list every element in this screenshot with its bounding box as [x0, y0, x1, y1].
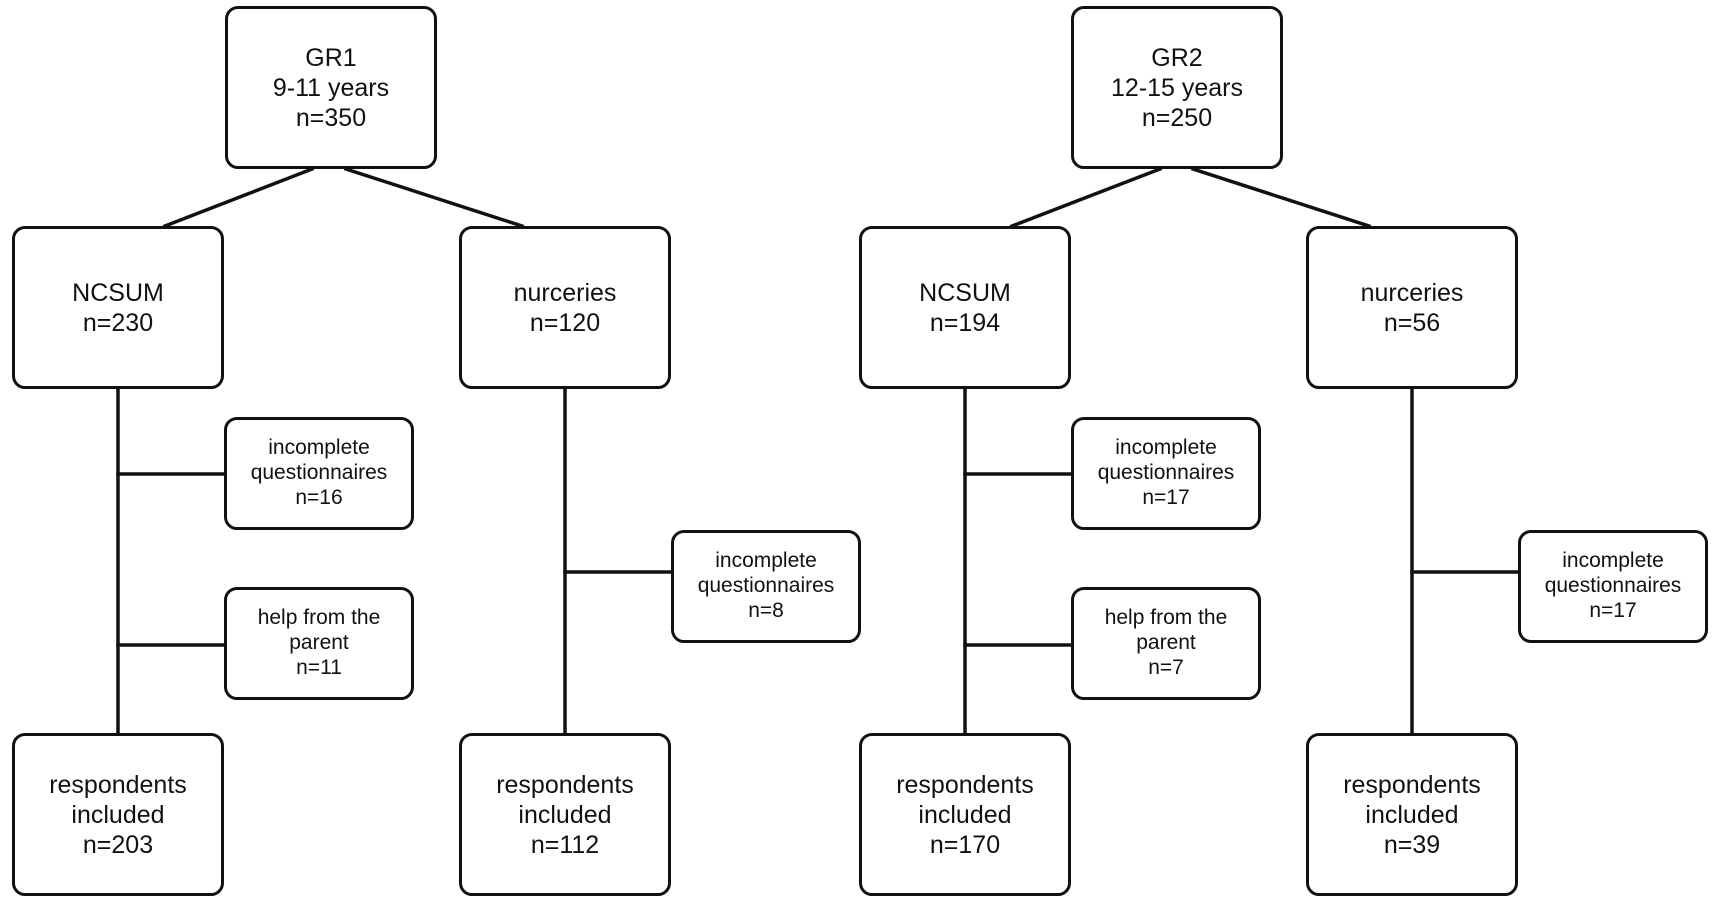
node-gr1-nurceries: nurceries n=120 — [459, 226, 671, 389]
root-gr1-line-3: n=350 — [295, 103, 367, 132]
exclusion-line-3: n=16 — [295, 485, 343, 509]
node-gr1-ncsum-line-2: n=230 — [82, 308, 154, 337]
final-line-1: respondents — [1343, 770, 1481, 799]
node-gr2-nurceries-line-2: n=56 — [1383, 308, 1441, 337]
node-gr1-ncsum: NCSUM n=230 — [12, 226, 224, 389]
final-gr1-nurceries: respondents included n=112 — [459, 733, 671, 896]
root-gr1-line-1: GR1 — [305, 43, 357, 72]
exclusion-line-3: n=7 — [1148, 655, 1184, 679]
node-gr2-nurceries-line-1: nurceries — [1360, 278, 1464, 307]
root-gr2-line-2: 12-15 years — [1110, 73, 1244, 102]
final-line-2: included — [1365, 800, 1459, 829]
node-gr1-nurceries-line-1: nurceries — [513, 278, 617, 307]
root-node-gr2: GR2 12-15 years n=250 — [1071, 6, 1283, 169]
exclusion-line-1: help from the — [1104, 606, 1228, 630]
exclusion-gr1-nurceries-incomplete: incomplete questionnaires n=8 — [671, 530, 861, 643]
node-gr2-nurceries: nurceries n=56 — [1306, 226, 1518, 389]
exclusion-line-1: incomplete — [268, 436, 370, 460]
final-gr1-ncsum: respondents included n=203 — [12, 733, 224, 896]
exclusion-line-2: parent — [1136, 631, 1196, 655]
exclusion-gr2-ncsum-incomplete: incomplete questionnaires n=17 — [1071, 417, 1261, 530]
exclusion-line-2: questionnaires — [1544, 574, 1682, 598]
final-line-1: respondents — [496, 770, 634, 799]
exclusion-line-2: questionnaires — [1097, 461, 1235, 485]
exclusion-line-3: n=8 — [748, 598, 784, 622]
exclusion-line-3: n=17 — [1589, 598, 1637, 622]
node-gr2-ncsum: NCSUM n=194 — [859, 226, 1071, 389]
root-gr1-line-2: 9-11 years — [272, 73, 390, 102]
exclusion-gr1-ncsum-incomplete: incomplete questionnaires n=16 — [224, 417, 414, 530]
exclusion-gr2-nurceries-incomplete: incomplete questionnaires n=17 — [1518, 530, 1708, 643]
exclusion-line-2: questionnaires — [250, 461, 388, 485]
exclusion-line-1: incomplete — [1115, 436, 1217, 460]
final-line-2: included — [71, 800, 165, 829]
node-gr2-ncsum-line-1: NCSUM — [919, 278, 1011, 307]
final-gr2-ncsum: respondents included n=170 — [859, 733, 1071, 896]
exclusion-line-2: questionnaires — [697, 574, 835, 598]
connector-gr2-to-nurceries — [1190, 166, 1372, 229]
final-line-1: respondents — [896, 770, 1034, 799]
final-line-3: n=203 — [82, 830, 154, 859]
root-gr2-line-1: GR2 — [1151, 43, 1203, 72]
final-line-2: included — [918, 800, 1012, 829]
exclusion-line-1: incomplete — [715, 549, 817, 573]
connector-gr2-to-ncsum — [1009, 166, 1163, 229]
exclusion-line-1: incomplete — [1562, 549, 1664, 573]
final-line-3: n=39 — [1383, 830, 1441, 859]
connector-gr1-to-ncsum — [162, 166, 315, 229]
connector-gr1-to-nurceries — [343, 166, 525, 229]
exclusion-gr2-ncsum-help: help from the parent n=7 — [1071, 587, 1261, 700]
exclusion-gr1-ncsum-help: help from the parent n=11 — [224, 587, 414, 700]
exclusion-line-3: n=17 — [1142, 485, 1190, 509]
final-line-2: included — [518, 800, 612, 829]
final-line-3: n=112 — [530, 830, 600, 859]
root-node-gr1: GR1 9-11 years n=350 — [225, 6, 437, 169]
root-gr2-line-3: n=250 — [1141, 103, 1213, 132]
final-line-1: respondents — [49, 770, 187, 799]
node-gr1-ncsum-line-1: NCSUM — [72, 278, 164, 307]
exclusion-line-2: parent — [289, 631, 349, 655]
exclusion-line-1: help from the — [257, 606, 381, 630]
node-gr1-nurceries-line-2: n=120 — [529, 308, 601, 337]
exclusion-line-3: n=11 — [296, 655, 342, 679]
node-gr2-ncsum-line-2: n=194 — [929, 308, 1001, 337]
final-gr2-nurceries: respondents included n=39 — [1306, 733, 1518, 896]
final-line-3: n=170 — [929, 830, 1001, 859]
